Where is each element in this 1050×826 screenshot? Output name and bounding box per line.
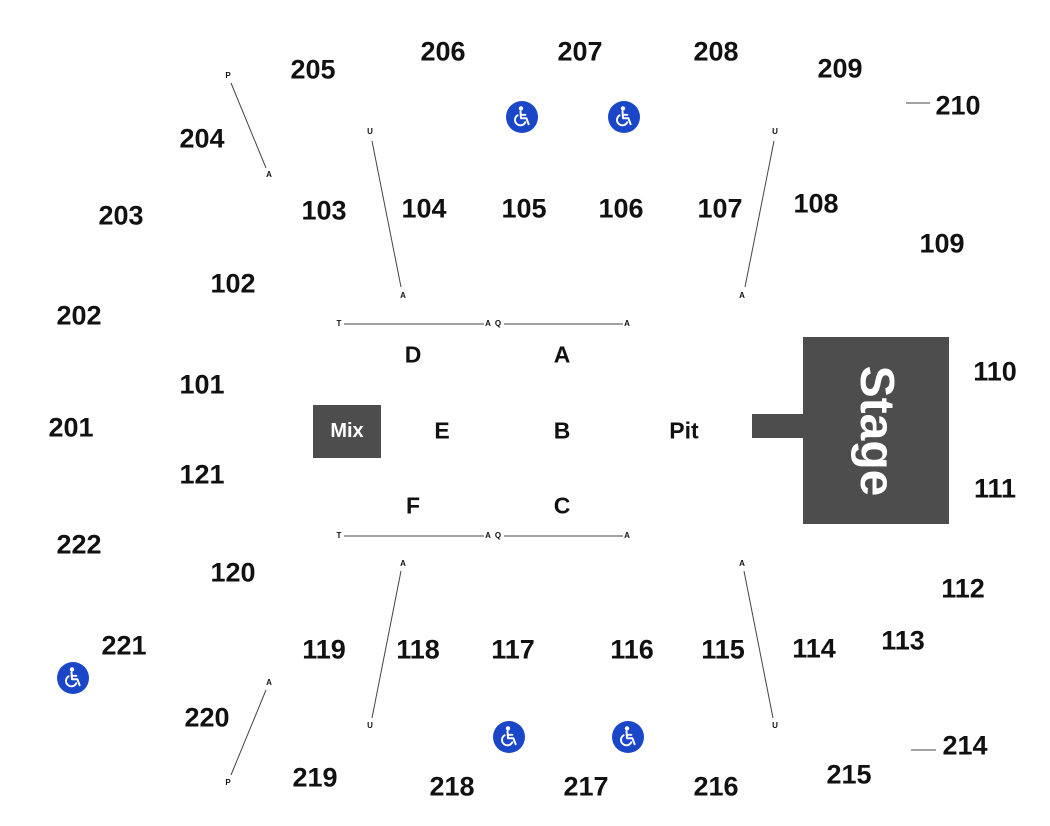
section-101[interactable]: 101 (179, 369, 225, 400)
section-218[interactable]: 218 (429, 771, 475, 802)
section-110[interactable]: 110 (973, 356, 1017, 387)
section-111[interactable]: 111 (973, 473, 1017, 504)
row-marker-a: A (266, 678, 272, 687)
section-117[interactable]: 117 (491, 634, 535, 665)
row-marker-a: A (624, 319, 630, 328)
floor-section-c[interactable]: C (553, 492, 571, 519)
section-121[interactable]: 121 (179, 459, 225, 490)
row-marker-u: U (367, 721, 373, 730)
row-marker-t: T (336, 531, 342, 540)
section-103[interactable]: 103 (301, 195, 347, 226)
section-107[interactable]: 107 (697, 193, 743, 224)
section-216[interactable]: 216 (693, 771, 739, 802)
wheelchair-icon[interactable] (612, 721, 644, 753)
section-201[interactable]: 201 (48, 412, 94, 443)
section-221[interactable]: 221 (101, 630, 147, 661)
row-marker-p: P (225, 778, 231, 787)
row-marker-a: A (400, 291, 406, 300)
section-203[interactable]: 203 (98, 200, 144, 231)
row-marker-u: U (772, 721, 778, 730)
row-marker-a: A (485, 531, 491, 540)
row-marker-u: U (367, 127, 373, 136)
wheelchair-icon[interactable] (506, 101, 538, 133)
stage[interactable] (803, 337, 949, 524)
row-marker-a: A (485, 319, 491, 328)
section-112[interactable]: 112 (941, 573, 985, 604)
section-102[interactable]: 102 (210, 268, 256, 299)
floor-section-f[interactable]: F (405, 492, 421, 519)
row-marker-a: A (400, 559, 406, 568)
section-104[interactable]: 104 (401, 193, 447, 224)
row-marker-q: Q (494, 531, 502, 540)
row-marker-a: A (624, 531, 630, 540)
section-105[interactable]: 105 (501, 193, 547, 224)
wheelchair-icon[interactable] (57, 662, 89, 694)
row-marker-q: Q (494, 319, 502, 328)
section-208[interactable]: 208 (693, 36, 739, 67)
floor-section-b[interactable]: B (553, 417, 571, 444)
section-209[interactable]: 209 (817, 53, 863, 84)
row-marker-t: T (336, 319, 342, 328)
floor-section-a[interactable]: A (553, 341, 571, 368)
row-marker-a: A (266, 170, 272, 179)
section-118[interactable]: 118 (396, 634, 440, 665)
mix-position[interactable]: Mix (313, 405, 381, 458)
section-120[interactable]: 120 (210, 557, 256, 588)
section-202[interactable]: 202 (56, 300, 102, 331)
wheelchair-icon[interactable] (493, 721, 525, 753)
section-205[interactable]: 205 (290, 54, 336, 85)
wheelchair-icon[interactable] (608, 101, 640, 133)
stage-thrust (752, 414, 804, 438)
section-217[interactable]: 217 (563, 771, 609, 802)
stage-label: Stage (850, 365, 903, 497)
section-109[interactable]: 109 (919, 228, 965, 259)
section-204[interactable]: 204 (179, 123, 225, 154)
section-222[interactable]: 222 (56, 529, 102, 560)
row-marker-u: U (772, 127, 778, 136)
floor-section-e[interactable]: E (434, 417, 450, 444)
section-207[interactable]: 207 (557, 36, 603, 67)
section-214[interactable]: 214 (942, 730, 988, 761)
section-113[interactable]: 113 (881, 625, 925, 656)
section-106[interactable]: 106 (598, 193, 644, 224)
row-marker-a: A (739, 291, 745, 300)
row-marker-a: A (739, 559, 745, 568)
row-marker-p: P (225, 71, 231, 80)
section-210[interactable]: 210 (935, 90, 981, 121)
section-116[interactable]: 116 (610, 634, 654, 665)
section-219[interactable]: 219 (292, 762, 338, 793)
section-115[interactable]: 115 (701, 634, 745, 665)
section-108[interactable]: 108 (793, 188, 839, 219)
section-114[interactable]: 114 (792, 633, 836, 664)
pit-section[interactable]: Pit (669, 417, 699, 444)
section-206[interactable]: 206 (420, 36, 466, 67)
section-119[interactable]: 119 (302, 634, 346, 665)
floor-section-d[interactable]: D (404, 341, 422, 368)
section-215[interactable]: 215 (826, 759, 872, 790)
mix-label: Mix (330, 420, 364, 442)
section-220[interactable]: 220 (184, 702, 230, 733)
